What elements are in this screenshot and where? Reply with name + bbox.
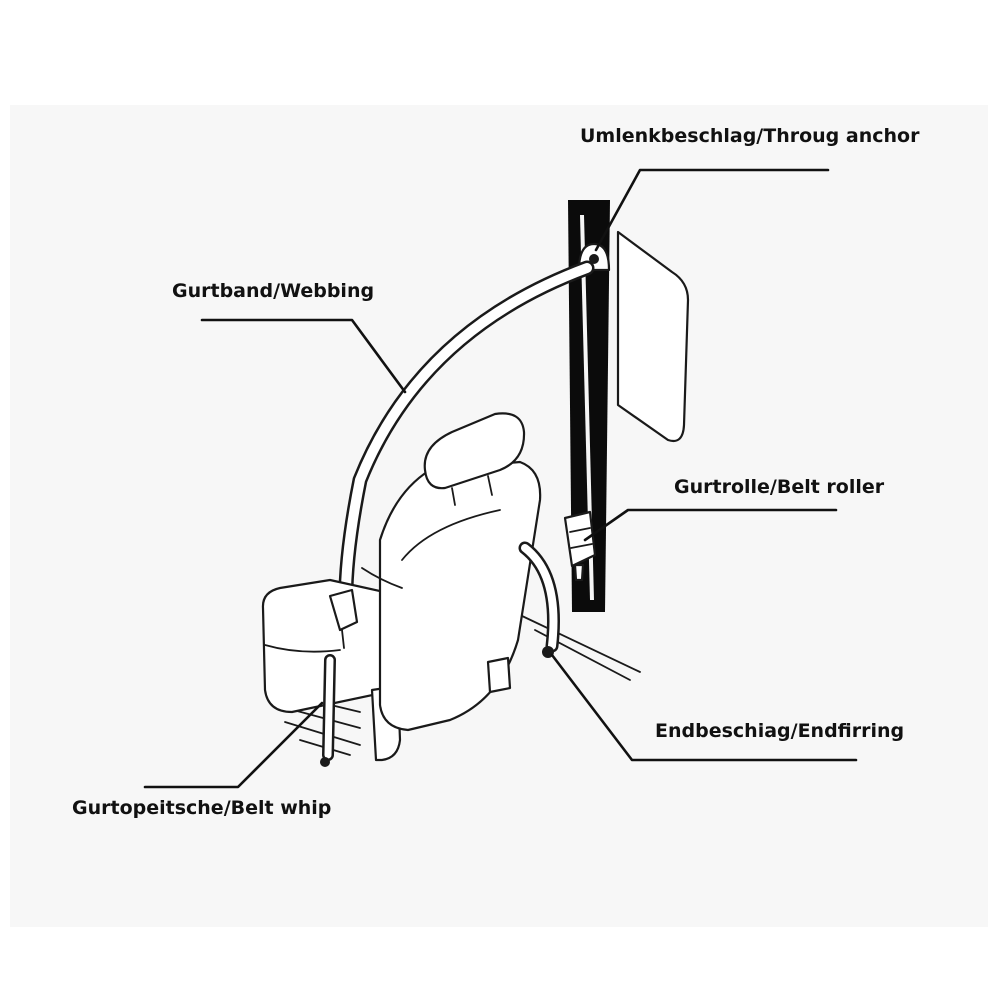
label-through-anchor: Umlenkbeschlag/Throug anchor xyxy=(580,125,920,147)
leader-belt-whip xyxy=(143,701,324,789)
leader-belt-roller xyxy=(583,508,838,542)
leader-end-fitting xyxy=(550,653,858,762)
leader-webbing xyxy=(200,318,407,394)
window-panel xyxy=(616,230,690,443)
end-fitting-part xyxy=(518,541,560,658)
label-belt-whip: Gurtopeitsche/Belt whip xyxy=(72,797,331,819)
label-end-fitting: Endbeschiag/Endfirring xyxy=(655,720,904,742)
webbing-part xyxy=(338,260,595,620)
car-seat xyxy=(261,412,542,762)
belt-whip-part xyxy=(320,654,336,767)
belt-roller-part xyxy=(563,510,597,582)
label-webbing: Gurtband/Webbing xyxy=(172,280,374,302)
label-belt-roller: Gurtrolle/Belt roller xyxy=(674,476,885,498)
buckle-part xyxy=(328,588,359,649)
leader-through-anchor xyxy=(594,168,830,252)
